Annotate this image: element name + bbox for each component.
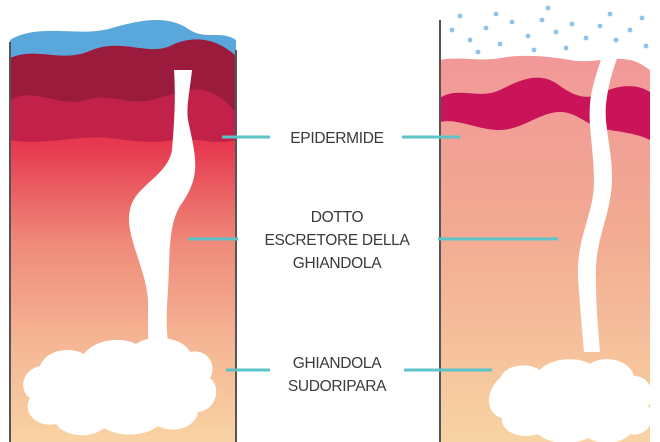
label-ghiandola-line1: GHIANDOLA (293, 355, 383, 372)
left-skin-panel (10, 20, 236, 442)
sweat-droplets (450, 6, 649, 55)
label-epidermide: EPIDERMIDE (290, 130, 383, 147)
right-skin-panel (440, 6, 652, 442)
label-dotto-line1: DOTTO (311, 209, 364, 226)
label-ghiandola-line2: SUDORIPARA (288, 378, 387, 395)
label-dotto-line3: GHIANDOLA (293, 255, 383, 272)
labels: EPIDERMIDE DOTTO ESCRETORE DELLA GHIANDO… (264, 130, 410, 395)
right-gland (489, 359, 652, 442)
label-dotto-line2: ESCRETORE DELLA (264, 232, 410, 249)
